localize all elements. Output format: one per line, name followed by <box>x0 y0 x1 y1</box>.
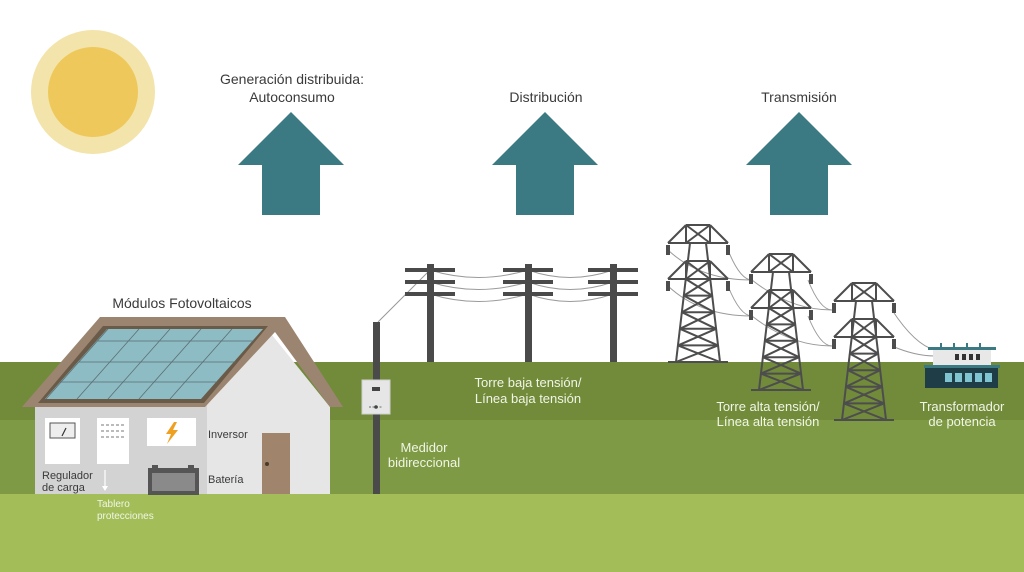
utility-pole-icon <box>503 264 553 362</box>
transmission-tower-icon <box>749 253 813 391</box>
transmission-heading: Transmisión <box>761 89 837 105</box>
transmission-tower-icon <box>832 282 896 421</box>
bidirectional-meter-icon <box>361 379 391 415</box>
charge-regulator-icon <box>45 418 80 464</box>
battery-label: Batería <box>208 474 244 486</box>
ground-band-near <box>0 494 1024 572</box>
pv-modules-label: Módulos Fotovoltaicos <box>112 295 251 311</box>
transformer-label-line2: de potencia <box>928 414 996 429</box>
battery-icon <box>148 465 199 495</box>
house <box>22 317 343 495</box>
generation-heading-line2: Autoconsumo <box>249 89 335 105</box>
charge-regulator-label-line1: Regulador <box>42 470 93 482</box>
arrow-up-icon-generation <box>238 112 344 215</box>
sun-icon <box>31 30 155 154</box>
low-voltage-label-line1: Torre baja tensión/ <box>475 375 582 390</box>
utility-pole-icon <box>405 264 455 362</box>
utility-pole-icon <box>588 264 638 362</box>
protection-panel-icon <box>97 418 129 491</box>
transformer-label-line1: Transformador <box>920 399 1005 414</box>
inverter-icon <box>147 418 196 446</box>
distribution-heading: Distribución <box>509 89 582 105</box>
power-transformer <box>924 343 1000 388</box>
protection-panel-label-line2: protecciones <box>97 511 154 522</box>
low-voltage-label-line2: Línea baja tensión <box>475 391 581 406</box>
low-voltage-poles <box>405 264 638 362</box>
meter-label-line1: Medidor <box>401 440 449 455</box>
arrow-up-icon-distribution <box>492 112 598 215</box>
solar-panels-icon <box>45 328 263 400</box>
lightning-icon <box>166 422 178 444</box>
protection-panel-label-line1: Tablero <box>97 499 130 510</box>
high-voltage-towers <box>666 224 896 421</box>
high-voltage-label-line2: Línea alta tensión <box>717 414 820 429</box>
transmission-tower-icon <box>666 224 730 363</box>
high-voltage-label-line1: Torre alta tensión/ <box>716 399 820 414</box>
meter-label-line2: bidireccional <box>388 455 460 470</box>
arrow-up-icon-transmission <box>746 112 852 215</box>
generation-heading-line1: Generación distribuida: <box>220 71 364 87</box>
inverter-label: Inversor <box>208 429 248 441</box>
charge-regulator-label-line2: de carga <box>42 482 86 494</box>
